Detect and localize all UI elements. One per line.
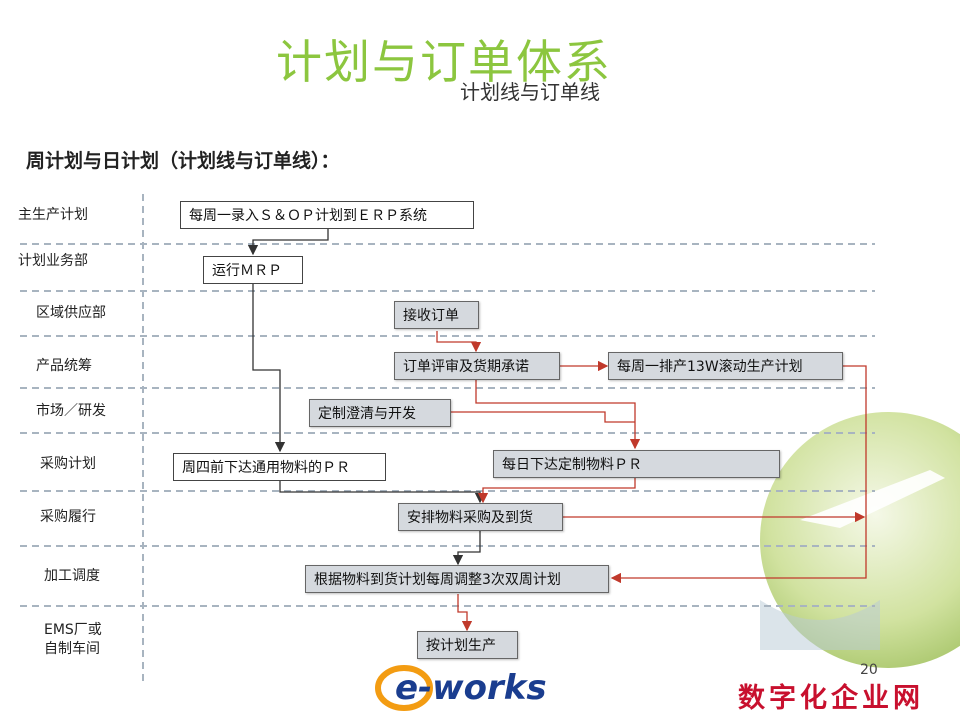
process-box-schedule-adjust: 根据物料到货计划每周调整3次双周计划: [305, 565, 609, 593]
section-heading: 周计划与日计划（计划线与订单线）：: [26, 150, 340, 172]
process-box-run-mrp: 运行ＭＲＰ: [203, 256, 303, 284]
connector-mrp-pr: [252, 284, 286, 453]
lane-label: 市场／研发: [36, 403, 106, 419]
process-box-produce: 按计划生产: [417, 631, 518, 659]
process-box-arrange-purchase: 安排物料采购及到货: [398, 503, 563, 531]
connector-order-review: [436, 331, 482, 353]
connector-dailypr-purchase: [477, 478, 636, 504]
connector-custom-dailypr: [451, 411, 635, 423]
process-box-daily-pr: 每日下达定制物料ＰＲ: [493, 450, 780, 478]
lane-label: 主生产计划: [18, 207, 88, 223]
globe-icon: [760, 412, 960, 668]
lane-label: 产品统筹: [36, 358, 92, 374]
connector-plan-loop: [610, 365, 867, 584]
lane-label: 计划业务部: [18, 253, 88, 269]
process-box-weekly-13w-plan: 每周一排产13W滚动生产计划: [608, 352, 843, 380]
page-number: 20: [860, 662, 878, 678]
connector-purchase-schedule: [452, 531, 481, 566]
process-box-general-pr: 周四前下达通用物料的ＰＲ: [173, 453, 386, 481]
process-box-sop-entry: 每周一录入Ｓ＆ＯＰ计划到ＥＲＰ系统: [180, 201, 474, 229]
page-title: 计划与订单体系: [276, 35, 612, 89]
brand-name: 数字化企业网: [738, 683, 924, 714]
lane-label: EMS厂或: [44, 622, 102, 638]
process-box-order-review: 订单评审及货期承诺: [394, 352, 560, 380]
connector-schedule-produce: [457, 594, 473, 632]
process-box-receive-order: 接收订单: [394, 301, 479, 329]
lane-label: 采购履行: [40, 509, 96, 525]
lane-label: 区域供应部: [36, 305, 106, 321]
lane-label: 采购计划: [40, 456, 96, 472]
connector-sop-mrp: [247, 229, 329, 256]
airplane-icon: [800, 470, 945, 528]
page-subtitle: 计划线与订单线: [460, 80, 600, 104]
process-box-custom-dev: 定制澄清与开发: [309, 399, 451, 427]
connector-review-dailypr: [475, 380, 641, 450]
eworks-logo: e-works: [395, 668, 547, 708]
lane-label: 加工调度: [44, 568, 100, 584]
lane-label: 自制车间: [44, 641, 100, 657]
